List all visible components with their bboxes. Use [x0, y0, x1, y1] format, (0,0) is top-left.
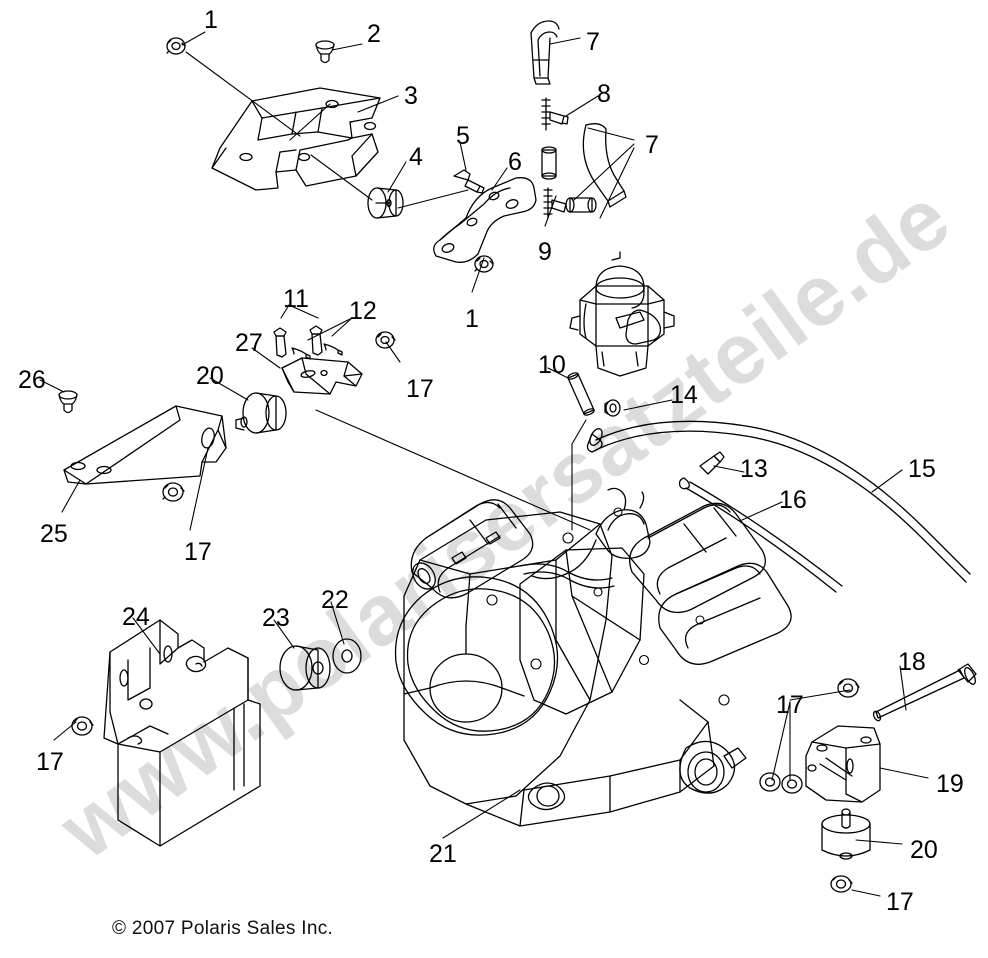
callout-7-mid: 7: [645, 131, 659, 159]
callout-6: 6: [508, 148, 522, 176]
callout-4: 4: [409, 143, 423, 171]
callout-19: 19: [936, 770, 964, 798]
callout-20-left: 20: [196, 362, 224, 390]
callout-27: 27: [235, 329, 263, 357]
part-torque-stay-link: [433, 177, 537, 263]
callout-23: 23: [262, 604, 290, 632]
callout-2: 2: [367, 20, 381, 48]
part-engine-mount-bracket: [805, 725, 881, 803]
callout-25: 25: [40, 520, 68, 548]
callout-20-right: 20: [910, 836, 938, 864]
part-rubber-mount-bushing-20b: [821, 808, 871, 860]
callout-17-e: 17: [886, 888, 914, 916]
part-ground-strap-bracket: [281, 357, 363, 395]
part-vent-hose-sleeve: [541, 146, 557, 180]
callout-26: 26: [18, 366, 46, 394]
part-hose-clamp-9: [543, 187, 567, 219]
callout-7-top: 7: [586, 28, 600, 56]
part-rubber-mount-bushing-20a: [235, 392, 287, 434]
part-flange-nut-17c: [71, 716, 94, 736]
callout-3: 3: [404, 82, 418, 110]
callout-18: 18: [898, 648, 926, 676]
part-push-rivet-top: [315, 40, 335, 64]
callout-17-a: 17: [406, 375, 434, 403]
callout-8: 8: [597, 80, 611, 108]
part-rubber-isolator: [367, 187, 404, 219]
part-carburetor: [569, 251, 675, 377]
part-throttle-cable: [678, 477, 843, 593]
part-flange-nut-17b: [162, 482, 185, 502]
callout-11: 11: [283, 285, 309, 313]
part-hex-flange-bolt: [872, 663, 977, 722]
part-flange-nut-17e: [830, 875, 853, 893]
part-vent-tube-short: [567, 372, 595, 416]
part-flange-nut-lower: [474, 255, 494, 273]
part-push-rivet-26: [58, 390, 78, 414]
callout-15: 15: [908, 455, 936, 483]
part-flange-nut-17a: [375, 331, 396, 349]
leader-lines: [39, 31, 929, 897]
callout-10: 10: [538, 351, 566, 379]
part-rubber-mount-bushing-23: [279, 645, 331, 691]
callout-12: 12: [349, 297, 377, 325]
part-flange-bolts-11: [273, 325, 323, 358]
part-engine-assembly: [394, 487, 792, 827]
part-flange-nuts-17d: [759, 678, 860, 794]
callout-9: 9: [538, 238, 552, 266]
part-vent-hose-long: [582, 123, 627, 208]
part-heat-shield-bracket: [103, 619, 261, 847]
part-fuel-vent-line-long: [586, 420, 971, 583]
part-support-bracket-flat: [63, 405, 227, 485]
part-vent-hose-short: [565, 197, 597, 213]
copyright-notice: © 2007 Polaris Sales Inc.: [112, 918, 334, 939]
callout-14: 14: [670, 381, 698, 409]
callout-13: 13: [740, 455, 768, 483]
callout-21: 21: [429, 840, 457, 868]
part-shoulder-bolt: [453, 169, 485, 194]
part-flat-washer: [332, 638, 362, 674]
callout-24: 24: [122, 603, 150, 631]
part-flange-nut-top: [166, 37, 186, 55]
part-cable-ties-12: [291, 343, 343, 360]
callout-17-c: 17: [36, 748, 64, 776]
callout-1-lower: 1: [465, 305, 479, 333]
part-hose-clamp-8: [541, 97, 569, 131]
part-vent-hose-top: [530, 20, 560, 85]
part-hose-grommet: [604, 399, 621, 417]
callout-5: 5: [456, 122, 470, 150]
part-mounting-bracket-plate: [211, 87, 381, 191]
callout-16: 16: [779, 486, 807, 514]
callout-17-d: 17: [776, 691, 804, 719]
callout-1-top: 1: [204, 6, 218, 34]
callout-22: 22: [321, 586, 349, 614]
part-cable-end-fitting: [699, 451, 725, 475]
callout-17-b: 17: [184, 538, 212, 566]
